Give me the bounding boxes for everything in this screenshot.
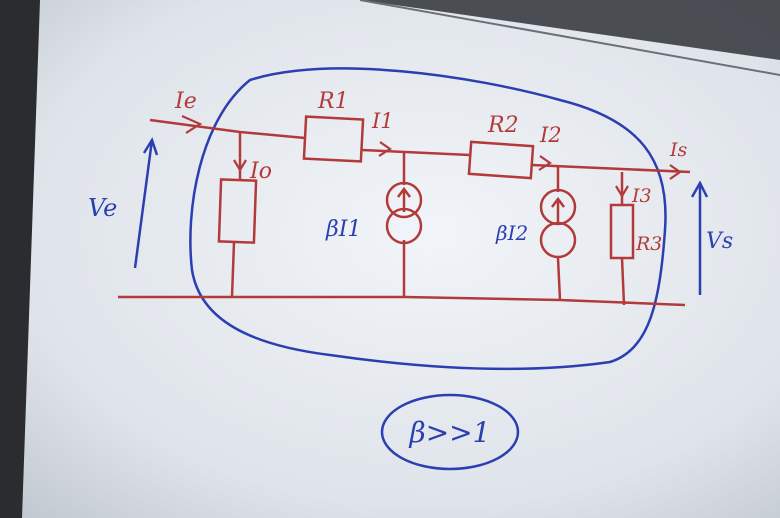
- current-source-2: [539, 188, 577, 259]
- board-frame-top: [360, 0, 780, 60]
- resistor-r0: [217, 178, 258, 244]
- arrow-io: [233, 159, 247, 173]
- label-r2: R2: [487, 113, 519, 138]
- label-io: Io: [249, 159, 272, 184]
- arrow-ie: [181, 114, 203, 134]
- ve-arrow: [133, 139, 154, 269]
- resistor-r2: [467, 140, 535, 180]
- arrow-i3: [615, 185, 629, 199]
- label-ie: Ie: [174, 89, 197, 114]
- board-edge-line: [359, 0, 780, 76]
- current-arrows: [181, 114, 682, 199]
- resistor-r1: [302, 115, 365, 163]
- arrow-is: [669, 164, 682, 180]
- label-ve: Ve: [88, 194, 117, 222]
- label-source1: βI1: [325, 217, 361, 242]
- enclosure-loop: [189, 67, 667, 371]
- condition-note: β>>1: [409, 416, 491, 449]
- voltage-arrows: [133, 137, 709, 295]
- resistor-r3: [609, 203, 635, 260]
- label-r3: R3: [635, 233, 662, 255]
- label-i3: I3: [631, 185, 652, 207]
- arrow-i1: [378, 141, 392, 157]
- label-is: Is: [669, 139, 688, 161]
- label-i1: I1: [371, 109, 394, 133]
- condition-oval: [380, 393, 520, 471]
- board-frame: [0, 0, 40, 518]
- label-vs: Vs: [706, 229, 733, 254]
- label-r1: R1: [317, 89, 349, 114]
- label-source2: βI2: [495, 221, 528, 245]
- label-i2: I2: [539, 123, 562, 147]
- current-source-1: [385, 181, 423, 245]
- arrow-i2: [538, 155, 552, 171]
